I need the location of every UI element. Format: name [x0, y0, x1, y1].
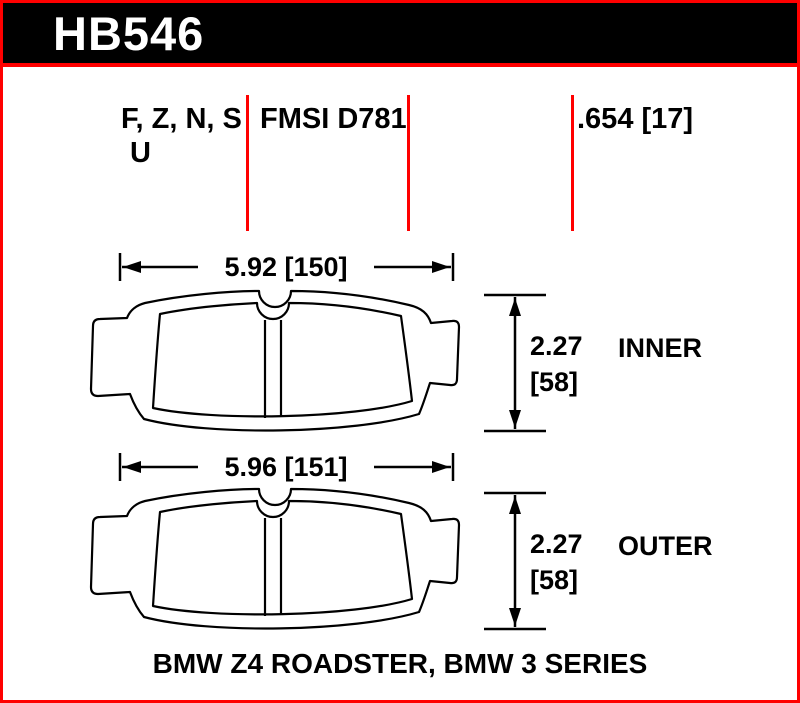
outer-pad-width-dimension: 5.96 [151] — [198, 451, 374, 483]
part-number: HB546 — [53, 6, 205, 60]
diagram-canvas — [89, 251, 548, 631]
compound-codes-line2: U — [130, 137, 151, 169]
header-bar: HB546 — [3, 3, 797, 63]
fmsi-number: FMSI D781 — [260, 103, 407, 135]
diagram-area: F, Z, N, S U FMSI D781 .654 [17] 5.92 [1… — [3, 67, 797, 700]
column-separator-1 — [246, 95, 249, 231]
inner-height-dimension-arrow — [482, 293, 548, 433]
inner-pad-width-dimension: 5.92 [150] — [198, 251, 374, 283]
vehicle-application: BMW Z4 ROADSTER, BMW 3 SERIES — [152, 648, 648, 679]
inner-pad-height-mm: [58] — [530, 367, 579, 397]
outer-pad-position-label: OUTER — [618, 531, 713, 561]
outer-pad-height-value: 2.27 — [530, 529, 583, 559]
outer-pad-drawing — [89, 487, 461, 630]
inner-pad-height-value: 2.27 — [530, 331, 583, 361]
column-separator-3 — [571, 95, 574, 231]
inner-pad-position-label: INNER — [618, 333, 703, 363]
outer-height-dimension-arrow — [482, 491, 548, 631]
compound-codes-line1: F, Z, N, S — [121, 103, 242, 135]
header-red-stripe — [3, 63, 797, 67]
inner-pad-drawing — [89, 289, 461, 432]
column-separator-2 — [407, 95, 410, 231]
pad-thickness: .654 [17] — [577, 103, 694, 135]
outer-pad-height-mm: [58] — [530, 565, 579, 595]
